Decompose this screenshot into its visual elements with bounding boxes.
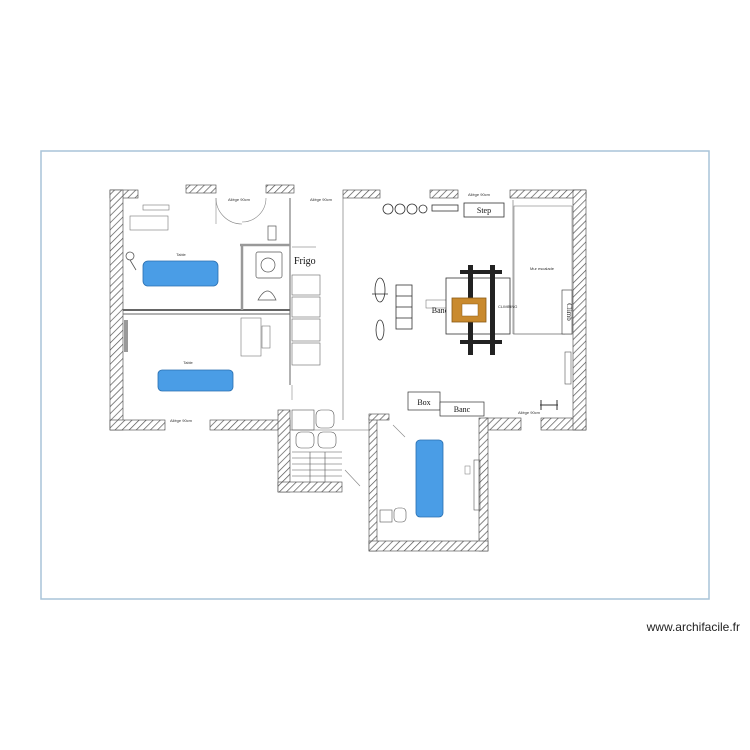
frigo-label: Frigo [294, 256, 316, 267]
mur-escalade-label: Mur escalade [530, 266, 555, 271]
massage-table-1[interactable] [142, 260, 219, 287]
bathroom-fixtures [255, 225, 283, 301]
weight-plates [382, 203, 459, 215]
massage-table-2[interactable] [157, 369, 234, 392]
banc-label-2: Banc [454, 405, 471, 414]
dumbbell-right [540, 400, 558, 410]
lower-left-room: Table [124, 317, 271, 392]
box-label: Box [417, 398, 430, 407]
walls [109, 184, 587, 552]
box[interactable] [407, 391, 441, 411]
table-2-label: Table [183, 360, 193, 365]
step-box[interactable] [463, 202, 505, 218]
power-rack[interactable] [445, 265, 511, 355]
climbing-label: CLIMBING [498, 304, 517, 309]
climbing-wall[interactable] [513, 205, 573, 335]
gym-room: Step Mur escalade Climb Banc [372, 202, 573, 417]
note-top-left: Allège 90cm [228, 197, 251, 202]
watermark[interactable]: www.archifacile.fr [646, 620, 740, 634]
table-1-label: Table [176, 252, 186, 257]
climb-label: Climb [565, 303, 573, 321]
bench [451, 297, 487, 323]
banc-label-1: Banc [432, 306, 449, 315]
step-label: Step [477, 206, 491, 215]
note-bottom-right: Allège 90cm [518, 410, 541, 415]
door-swings [215, 197, 406, 487]
barbell-rack [372, 277, 413, 341]
note-bottom-left: Allège 90cm [170, 418, 193, 423]
staircase [291, 409, 342, 482]
lower-room [379, 439, 481, 523]
upper-left-room: Table [125, 204, 219, 287]
note-top-mid: Allège 90cm [310, 197, 333, 202]
kitchen-area: Frigo [291, 246, 321, 366]
page-frame [40, 150, 710, 600]
banc-bottom[interactable] [439, 401, 485, 417]
note-top-right: Allège 90cm [468, 192, 491, 197]
massage-table-3[interactable] [415, 439, 444, 518]
